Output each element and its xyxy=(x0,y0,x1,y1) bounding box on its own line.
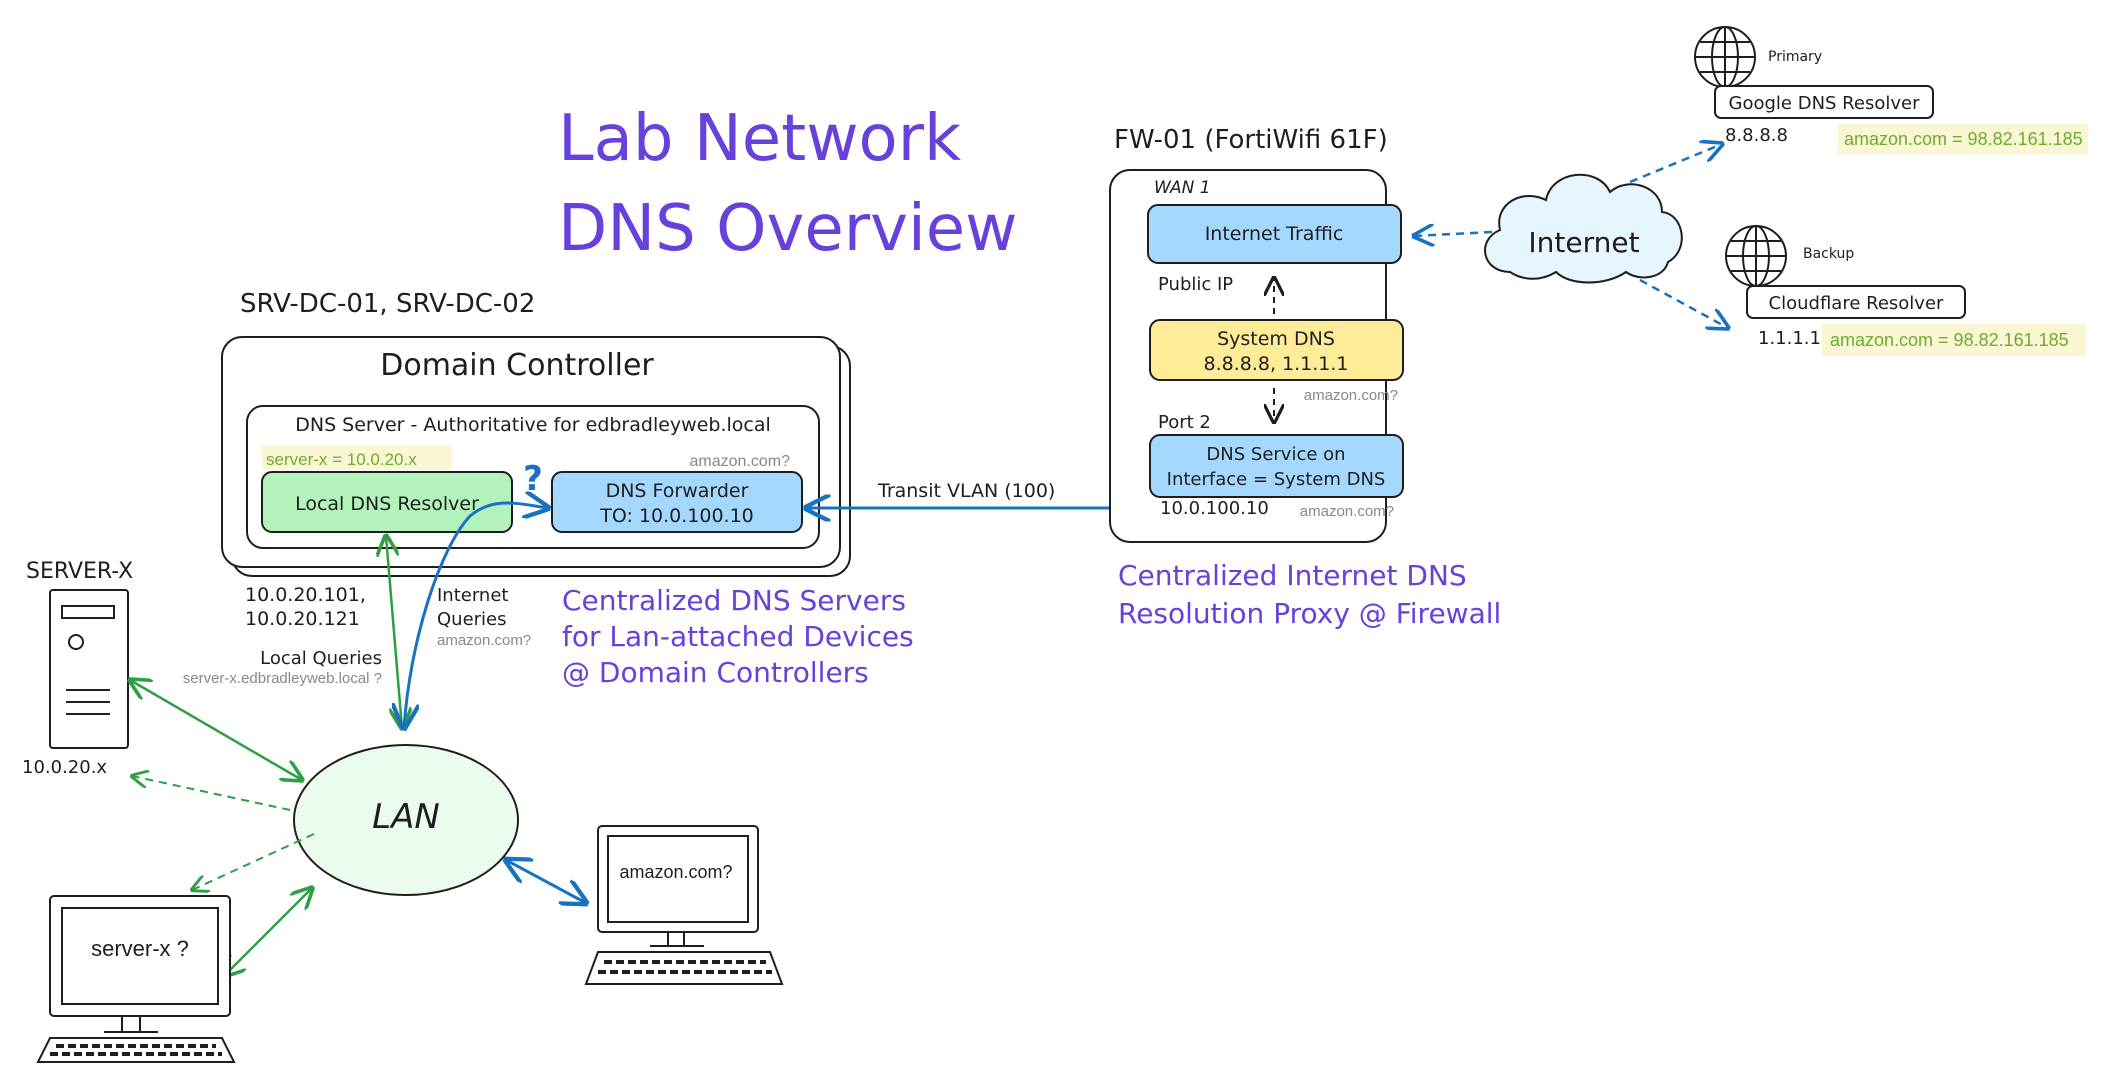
dns-service-line-1: DNS Service on xyxy=(1206,444,1345,465)
lan-ellipse[interactable] xyxy=(293,744,519,896)
google-resolver-ip: 8.8.8.8 xyxy=(1725,125,1788,146)
internet-traffic-label: Internet Traffic xyxy=(1205,223,1344,245)
firewall-group: FW-01 (FortiWifi 61F) WAN 1 Internet Tra… xyxy=(1109,125,1501,630)
server-x-group: SERVER-X 10.0.20.x xyxy=(22,559,133,778)
dns-service-line-2: Interface = System DNS xyxy=(1167,469,1386,490)
cloudflare-resolver-group: Backup Cloudflare Resolver 1.1.1.1 amazo… xyxy=(1725,225,2086,356)
client-to-lan-arrow xyxy=(224,888,312,976)
server-to-lan-arrow xyxy=(130,680,302,780)
client-right-group: amazon.com? xyxy=(584,825,784,985)
transit-vlan-label: Transit VLAN (100) xyxy=(877,480,1055,502)
dns-forwarder-line-1: DNS Forwarder xyxy=(606,480,749,502)
google-resolver-box[interactable] xyxy=(1714,85,1934,119)
cloudflare-answer-bg xyxy=(1822,324,2086,356)
lan-label: LAN xyxy=(372,797,440,837)
dc-caption-line-2: for Lan-attached Devices xyxy=(562,620,914,653)
port-query-note: amazon.com? xyxy=(1300,503,1394,520)
fw-caption-line-2: Resolution Proxy @ Firewall xyxy=(1118,597,1501,630)
record-note-bg xyxy=(262,446,452,470)
record-note: server-x = 10.0.20.x xyxy=(266,450,417,469)
dns-forwarder-line-2: TO: 10.0.100.10 xyxy=(599,505,754,527)
domain-controller-group: SRV-DC-01, SRV-DC-02 Domain Controller D… xyxy=(183,289,914,689)
system-dns-box[interactable] xyxy=(1149,319,1404,381)
cloudflare-resolver-box[interactable] xyxy=(1746,285,1966,319)
internet-traffic-box[interactable] xyxy=(1147,204,1402,264)
client-right-screen-text: amazon.com? xyxy=(619,862,732,882)
title-line-1: Lab Network xyxy=(558,102,961,176)
lan-to-client-right-arrow xyxy=(506,860,586,903)
system-dns-line-2: 8.8.8.8, 1.1.1.1 xyxy=(1203,353,1348,375)
internet-queries-line-2: Queries xyxy=(437,609,507,630)
dns-service-box[interactable] xyxy=(1149,434,1404,498)
cloudflare-resolver-name: Cloudflare Resolver xyxy=(1769,293,1944,314)
local-queries-note: server-x.edbradleyweb.local ? xyxy=(183,670,382,687)
dns-server-label: DNS Server - Authoritative for edbradley… xyxy=(295,414,771,436)
dc-ips-line-1: 10.0.20.101, xyxy=(245,584,366,606)
computer-icon xyxy=(36,895,236,1063)
cloud-to-fw-arrow xyxy=(1414,232,1493,236)
cloud-icon xyxy=(1484,173,1683,284)
globe-icon xyxy=(1694,26,1756,88)
transit-vlan-link: Transit VLAN (100) xyxy=(806,480,1148,508)
internet-label: Internet xyxy=(1528,226,1639,259)
cloud-to-google-arrow xyxy=(1629,144,1722,184)
computer-icon xyxy=(584,825,784,985)
client-left-screen-text: server-x ? xyxy=(91,936,189,961)
diagram-title: Lab Network DNS Overview xyxy=(558,102,1017,266)
cloudflare-role: Backup xyxy=(1803,246,1854,262)
server-x-label: SERVER-X xyxy=(26,559,133,584)
local-dns-resolver-label: Local DNS Resolver xyxy=(295,493,479,515)
google-role: Primary xyxy=(1768,49,1822,65)
title-line-2: DNS Overview xyxy=(558,192,1017,266)
port-ip-label: 10.0.100.10 xyxy=(1160,498,1269,519)
wan-label: WAN 1 xyxy=(1154,178,1211,198)
port-label: Port 2 xyxy=(1158,412,1211,433)
dc-box-title: Domain Controller xyxy=(380,348,654,383)
google-resolver-name: Google DNS Resolver xyxy=(1729,93,1921,114)
lan-group: LAN xyxy=(293,744,519,896)
question-mark: ? xyxy=(523,459,543,499)
fw-title: FW-01 (FortiWifi 61F) xyxy=(1114,125,1388,155)
cloudflare-resolver-ip: 1.1.1.1 xyxy=(1758,328,1821,349)
dc-caption-line-3: @ Domain Controllers xyxy=(562,656,869,689)
lan-to-server-response-arrow xyxy=(132,776,291,811)
internet-queries-line-1: Internet xyxy=(437,585,508,606)
local-queries-label: Local Queries xyxy=(260,648,382,669)
client-left-group: server-x ? xyxy=(36,895,236,1063)
system-dns-query-note: amazon.com? xyxy=(1304,387,1398,404)
fw-caption-line-1: Centralized Internet DNS xyxy=(1118,559,1467,592)
lan-to-forwarder-arrow xyxy=(404,503,548,728)
public-ip-label: Public IP xyxy=(1158,274,1233,295)
lan-to-client-response-arrow xyxy=(192,833,315,890)
dc-hosts-label: SRV-DC-01, SRV-DC-02 xyxy=(240,289,535,319)
google-resolver-group: Primary Google DNS Resolver 8.8.8.8 amaz… xyxy=(1694,26,2088,154)
dc-caption-line-1: Centralized DNS Servers xyxy=(562,584,906,617)
google-answer: amazon.com = 98.82.161.185 xyxy=(1844,129,2083,149)
dc-ips-line-2: 10.0.20.121 xyxy=(245,608,360,630)
cloud-to-cloudflare-arrow xyxy=(1639,278,1728,328)
internet-queries-note: amazon.com? xyxy=(437,632,531,649)
cloudflare-answer: amazon.com = 98.82.161.185 xyxy=(1830,330,2069,350)
server-x-ip: 10.0.20.x xyxy=(22,757,107,778)
system-dns-line-1: System DNS xyxy=(1217,328,1335,350)
server-icon xyxy=(49,589,129,749)
google-answer-bg xyxy=(1838,124,2088,154)
internet-cloud: Internet xyxy=(1484,173,1683,284)
globe-icon xyxy=(1725,225,1787,287)
forwarder-query-note: amazon.com? xyxy=(690,453,791,470)
